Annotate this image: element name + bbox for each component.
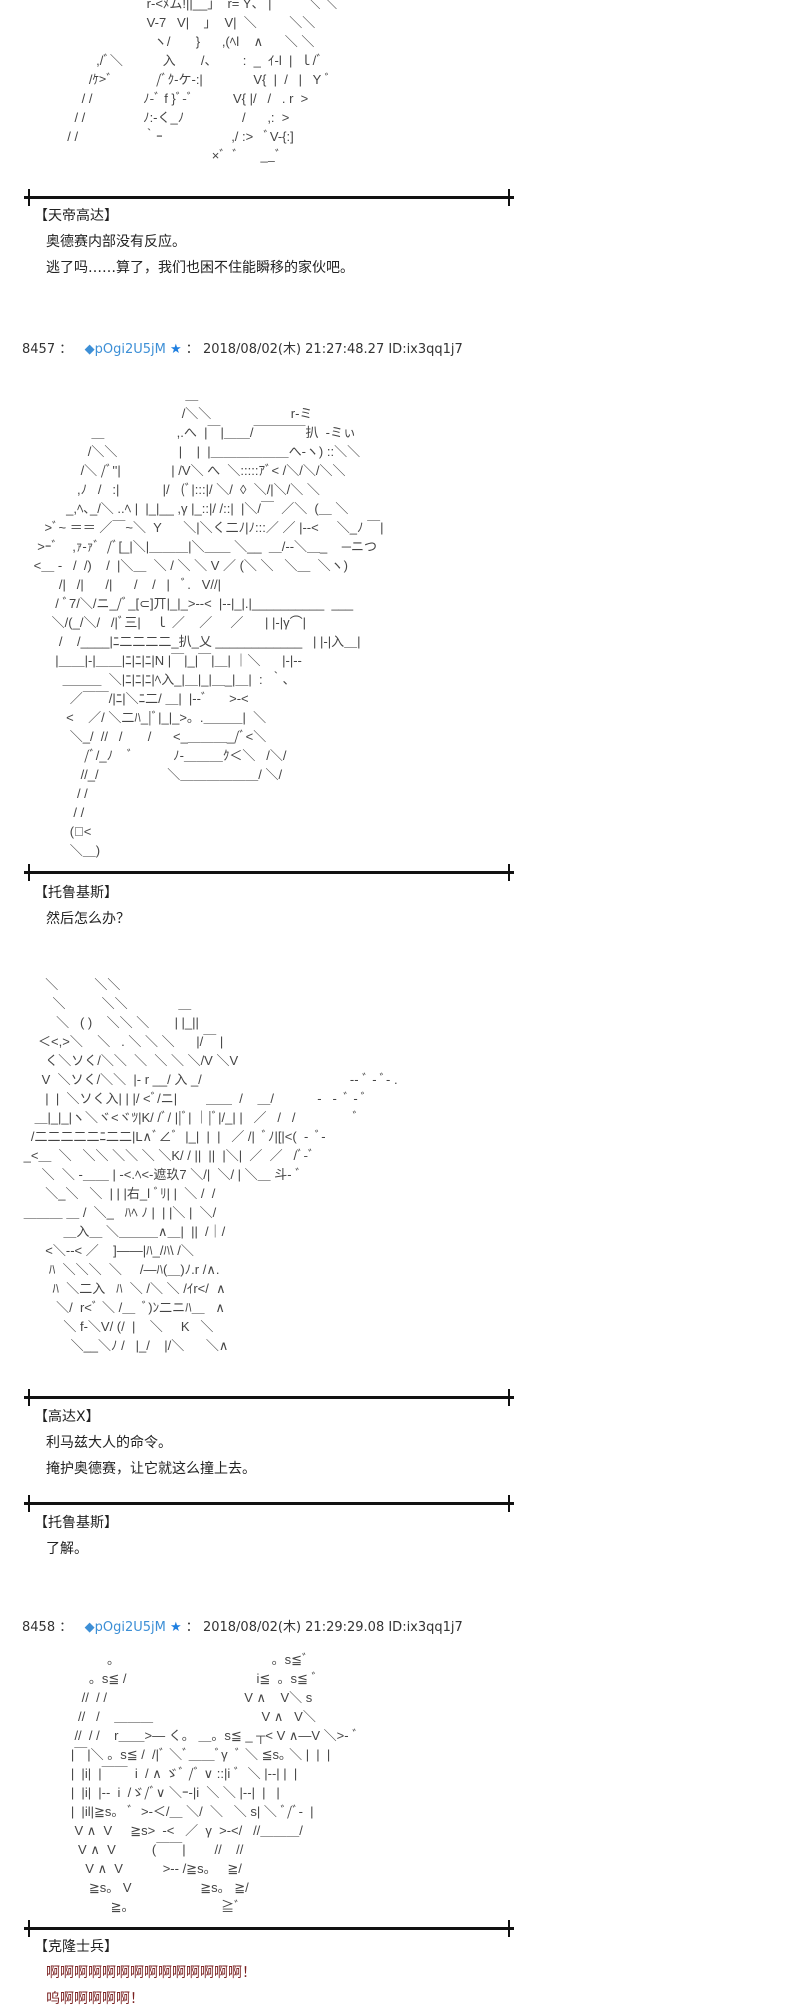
dialogue-line: 呜啊啊啊啊啊！ bbox=[46, 1991, 144, 2007]
section-divider bbox=[24, 1920, 514, 1937]
section-divider bbox=[24, 864, 514, 881]
dialogue-line: 然后怎么办？ bbox=[46, 911, 130, 927]
post-datetime: 2018/08/02(木) 21:29:29.08 ID:ix3qq1j7 bbox=[202, 1620, 463, 1635]
post-separator: ： bbox=[185, 1620, 199, 1635]
section-divider bbox=[24, 189, 514, 206]
ascii-art-gundam: ＿ /＼＼ r-ミ ＿ ,.へ |￣|＿＿/￣￣￣￣扒 -ミぃ /＼＼ | | … bbox=[33, 387, 384, 858]
section-divider bbox=[24, 1389, 514, 1406]
dialogue-line: 利马兹大人的命令。 bbox=[46, 1435, 172, 1451]
post-number: 8457 ： bbox=[22, 342, 73, 357]
dialogue-block: 【高达X】 利马兹大人的命令。 掩护奥德赛，让它就这么撞上去。 bbox=[34, 1404, 256, 1482]
dialogue-block: 【托鲁基斯】 了解。 bbox=[34, 1510, 118, 1562]
dialogue-line: 掩护奥德赛，让它就这么撞上去。 bbox=[46, 1461, 256, 1477]
speaker-name: 【托鲁基斯】 bbox=[34, 885, 118, 901]
dialogue-block: 【托鲁基斯】 然后怎么办？ bbox=[34, 880, 130, 932]
section-divider bbox=[24, 1495, 514, 1512]
star-icon: ★ bbox=[170, 342, 182, 357]
ascii-art-top: r-<ﾒム!||__」 r= Y、 | ＼ ＼ V-7 V| ｣ V| ＼ ＼＼… bbox=[67, 0, 338, 163]
post-number: 8458 ： bbox=[22, 1620, 73, 1635]
speaker-name: 【天帝高达】 bbox=[34, 208, 118, 224]
dialogue-line: 啊啊啊啊啊啊啊啊啊啊啊啊啊啊！ bbox=[46, 1965, 256, 1981]
dialogue-block: 【天帝高达】 奥德赛内部没有反应。 逃了吗……算了，我们也困不住能瞬移的家伙吧。 bbox=[34, 203, 354, 281]
ascii-art-clone-soldiers: 。 。s≦ﾞ 。s≦ / i≦ 。s≦ ﾞ // / / V ∧ V＼ s //… bbox=[70, 1652, 359, 1914]
dialogue-line: 了解。 bbox=[46, 1541, 88, 1557]
speaker-name: 【克隆士兵】 bbox=[34, 1939, 118, 1955]
dialogue-block: 【克隆士兵】 啊啊啊啊啊啊啊啊啊啊啊啊啊啊！ 呜啊啊啊啊啊！ bbox=[34, 1934, 256, 2012]
post-separator: ： bbox=[185, 342, 199, 357]
speaker-name: 【托鲁基斯】 bbox=[34, 1515, 118, 1531]
poster-trip[interactable]: ◆pOgi2U5jM bbox=[84, 342, 166, 357]
post-header: 8457 ： ◆pOgi2U5jM ★ ： 2018/08/02(木) 21:2… bbox=[22, 338, 463, 357]
speaker-name: 【高达X】 bbox=[34, 1409, 100, 1425]
poster-trip[interactable]: ◆pOgi2U5jM bbox=[84, 1620, 166, 1635]
dialogue-line: 逃了吗……算了，我们也困不住能瞬移的家伙吧。 bbox=[46, 260, 354, 276]
star-icon: ★ bbox=[170, 1620, 182, 1635]
dialogue-line: 奥德赛内部没有反应。 bbox=[46, 234, 186, 250]
post-datetime: 2018/08/02(木) 21:27:48.27 ID:ix3qq1j7 bbox=[202, 342, 463, 357]
ascii-art-gundam-x: ＼ ＼＼ ＼ ＼＼ ＿ ＼ ( ) ＼＼ ＼ | |_|| ＜<,>＼ ＼ . … bbox=[23, 977, 398, 1353]
post-header: 8458 ： ◆pOgi2U5jM ★ ： 2018/08/02(木) 21:2… bbox=[22, 1616, 463, 1635]
